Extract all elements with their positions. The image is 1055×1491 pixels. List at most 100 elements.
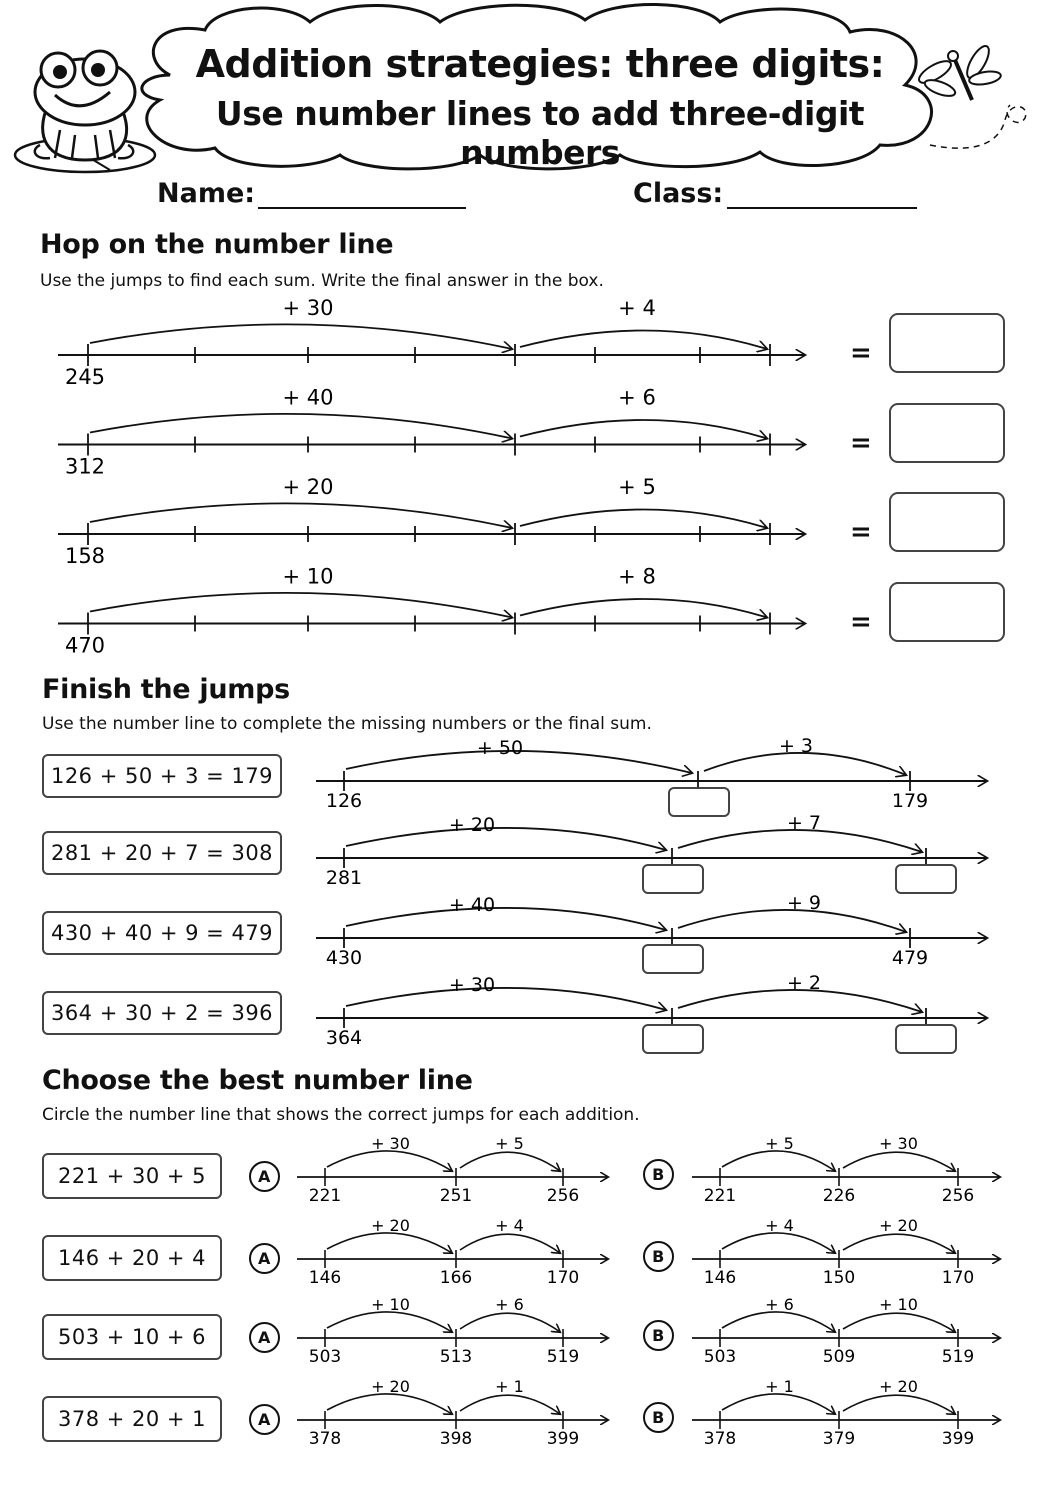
section3-title: Choose the best number line bbox=[42, 1065, 473, 1096]
jump-label: + 20 bbox=[283, 475, 334, 499]
option-b-circle[interactable]: B bbox=[643, 1159, 674, 1190]
section1-title: Hop on the number line bbox=[40, 229, 394, 260]
jump-arc bbox=[842, 1312, 955, 1332]
tick-number: 509 bbox=[823, 1347, 855, 1367]
dragonfly-trail bbox=[929, 104, 1027, 149]
missing-number-box[interactable] bbox=[642, 944, 704, 974]
tick-number: 513 bbox=[440, 1347, 472, 1367]
option-a-circle[interactable]: A bbox=[249, 1404, 280, 1435]
equation-box: 430 + 40 + 9 = 479 bbox=[42, 911, 282, 955]
jump-arc bbox=[703, 752, 906, 775]
tick-number: 170 bbox=[942, 1268, 974, 1288]
jump-label: + 30 bbox=[371, 1134, 410, 1153]
equation-box: 126 + 50 + 3 = 179 bbox=[42, 754, 282, 798]
start-number: 245 bbox=[65, 365, 105, 389]
jump-label: + 9 bbox=[787, 892, 821, 914]
jump-arc bbox=[459, 1394, 560, 1414]
tick-number: 221 bbox=[704, 1186, 736, 1206]
jump-arc bbox=[326, 1232, 452, 1253]
section1-instruction: Use the jumps to find each sum. Write th… bbox=[40, 271, 604, 291]
jump-arc bbox=[326, 1393, 452, 1414]
start-number: 430 bbox=[326, 947, 362, 969]
jump-label: + 30 bbox=[283, 296, 334, 320]
missing-number-box[interactable] bbox=[668, 787, 730, 817]
class-label: Class: bbox=[633, 178, 724, 209]
jump-arc bbox=[677, 829, 922, 852]
jump-label: + 4 bbox=[495, 1216, 524, 1235]
worksheet-subtitle: Use number lines to add three-digit numb… bbox=[215, 94, 865, 172]
jump-label: + 5 bbox=[618, 475, 656, 499]
jump-arc bbox=[842, 1394, 955, 1414]
start-number: 281 bbox=[326, 867, 362, 889]
start-number: 312 bbox=[65, 455, 105, 479]
answer-box[interactable] bbox=[889, 581, 1005, 642]
jump-label: + 20 bbox=[449, 814, 495, 836]
header-decoration bbox=[13, 2, 1027, 174]
jump-arc bbox=[519, 598, 767, 618]
tick-number: 221 bbox=[309, 1186, 341, 1206]
class-field[interactable] bbox=[727, 207, 917, 209]
option-a-circle[interactable]: A bbox=[249, 1161, 280, 1192]
option-b-circle[interactable]: B bbox=[643, 1402, 674, 1433]
jump-label: + 20 bbox=[879, 1377, 918, 1396]
jump-label: + 1 bbox=[765, 1377, 794, 1396]
worksheet-title: Addition strategies: three digits: bbox=[195, 42, 885, 86]
end-number: 479 bbox=[892, 947, 928, 969]
dragonfly-icon bbox=[918, 45, 1002, 101]
start-number: 126 bbox=[326, 790, 362, 812]
jump-label: + 5 bbox=[765, 1134, 794, 1153]
missing-number-box[interactable] bbox=[895, 1024, 957, 1054]
jump-arc bbox=[89, 502, 512, 528]
jump-arc bbox=[89, 323, 512, 349]
jump-arc bbox=[721, 1150, 835, 1171]
option-b-circle[interactable]: B bbox=[643, 1320, 674, 1351]
jump-label: + 20 bbox=[371, 1216, 410, 1235]
start-number: 364 bbox=[326, 1027, 362, 1049]
jump-arc bbox=[519, 419, 767, 439]
tick-number: 256 bbox=[547, 1186, 579, 1206]
jump-label: + 3 bbox=[779, 735, 813, 757]
jump-label: + 10 bbox=[283, 565, 334, 589]
end-number: 179 bbox=[892, 790, 928, 812]
jump-label: + 20 bbox=[371, 1377, 410, 1396]
equation-box: 364 + 30 + 2 = 396 bbox=[42, 991, 282, 1035]
jump-label: + 2 bbox=[787, 972, 821, 994]
tick-number: 378 bbox=[309, 1429, 341, 1449]
equals-sign: = bbox=[850, 338, 872, 368]
option-a-circle[interactable]: A bbox=[249, 1322, 280, 1353]
name-field[interactable] bbox=[258, 207, 466, 209]
jump-arc bbox=[345, 987, 666, 1010]
tick-number: 170 bbox=[547, 1268, 579, 1288]
answer-box[interactable] bbox=[889, 313, 1005, 373]
tick-number: 519 bbox=[547, 1347, 579, 1367]
jump-arc bbox=[842, 1151, 955, 1171]
jump-arc bbox=[842, 1233, 955, 1253]
tick-number: 503 bbox=[309, 1347, 341, 1367]
jump-label: + 1 bbox=[495, 1377, 524, 1396]
answer-box[interactable] bbox=[889, 492, 1005, 552]
missing-number-box[interactable] bbox=[642, 864, 704, 894]
answer-box[interactable] bbox=[889, 402, 1005, 463]
jump-arc bbox=[459, 1233, 560, 1253]
tick-number: 379 bbox=[823, 1429, 855, 1449]
option-a-circle[interactable]: A bbox=[249, 1243, 280, 1274]
jump-arc bbox=[89, 592, 512, 618]
tick-number: 519 bbox=[942, 1347, 974, 1367]
missing-number-box[interactable] bbox=[895, 864, 957, 894]
jump-arc bbox=[345, 907, 666, 930]
tick-number: 146 bbox=[704, 1268, 736, 1288]
tick-number: 398 bbox=[440, 1429, 472, 1449]
option-b-circle[interactable]: B bbox=[643, 1241, 674, 1272]
jump-label: + 10 bbox=[879, 1295, 918, 1314]
jump-arc bbox=[89, 413, 512, 439]
jump-label: + 6 bbox=[765, 1295, 794, 1314]
jump-label: + 6 bbox=[618, 386, 656, 410]
jump-arc bbox=[721, 1232, 835, 1253]
missing-number-box[interactable] bbox=[642, 1024, 704, 1054]
jump-arc bbox=[677, 909, 906, 932]
jump-label: + 40 bbox=[449, 894, 495, 916]
jump-label: + 4 bbox=[618, 296, 656, 320]
start-number: 158 bbox=[65, 544, 105, 568]
tick-number: 251 bbox=[440, 1186, 472, 1206]
